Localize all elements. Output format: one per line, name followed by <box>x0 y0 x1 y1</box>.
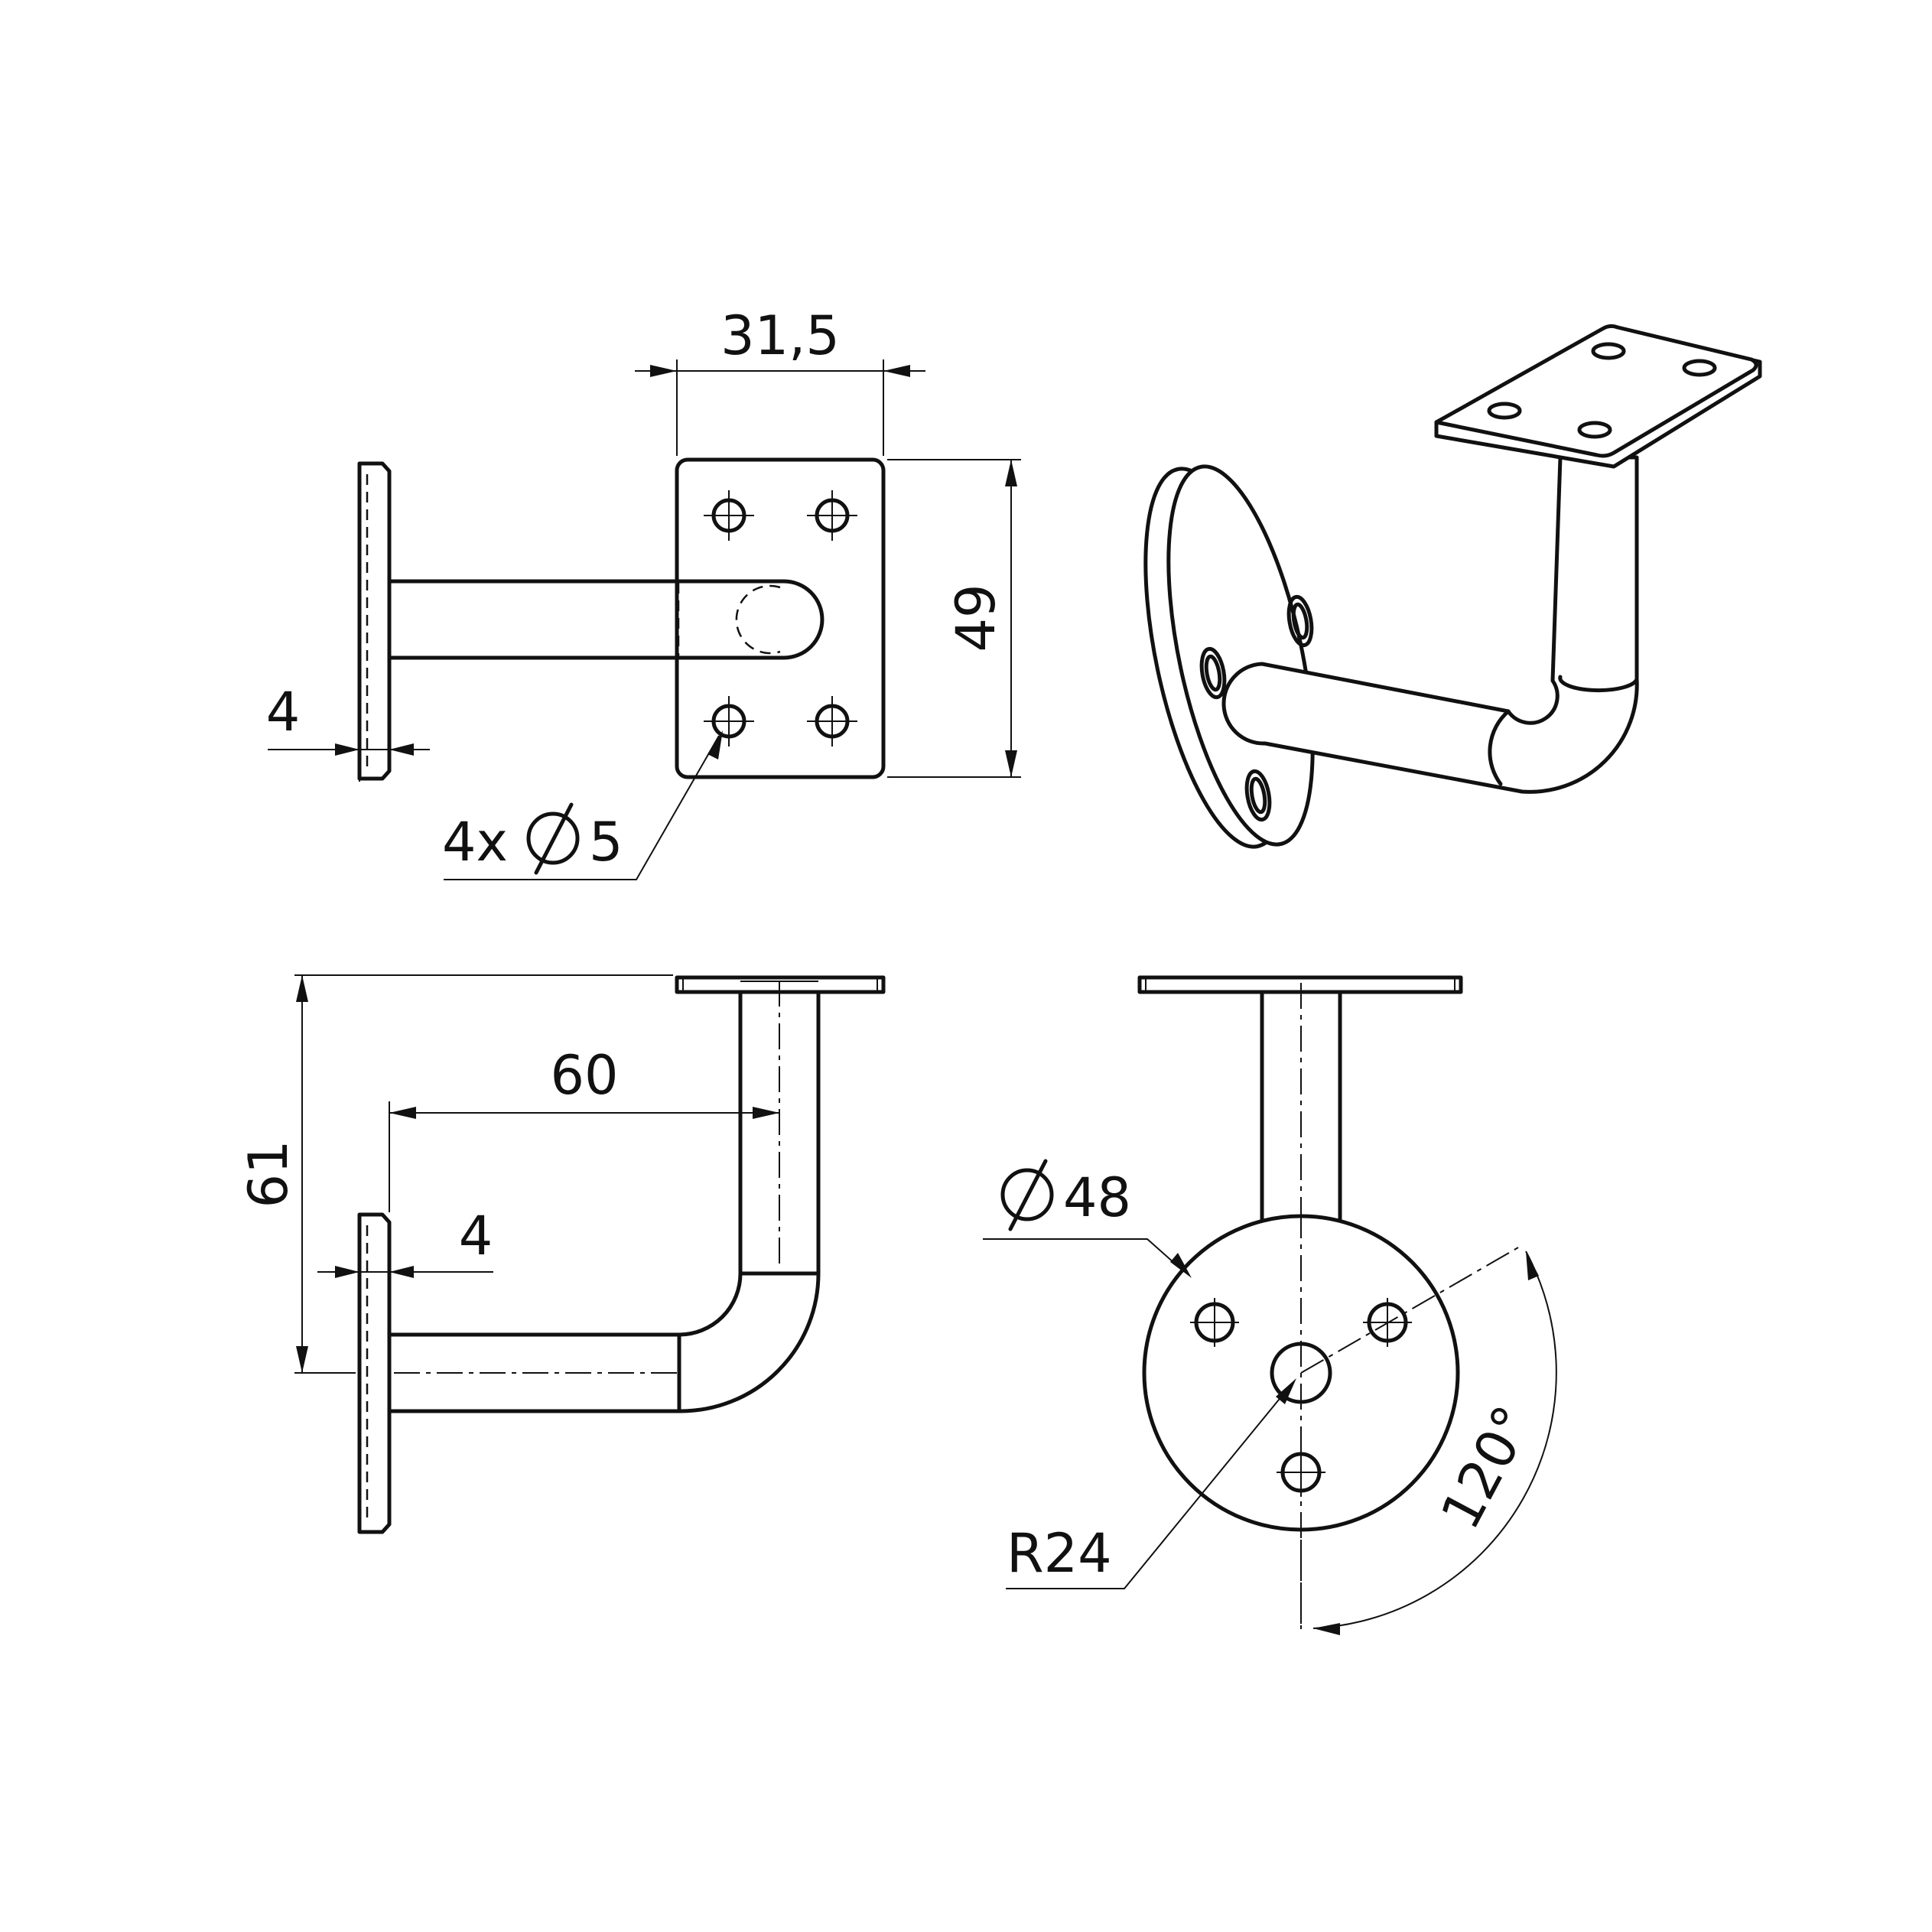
isometric-view <box>1143 324 1762 849</box>
iso-post-joint <box>1558 675 1639 693</box>
side-view-bracket <box>387 990 821 1413</box>
dim-bolt-radius-label: R24 <box>1007 1522 1112 1585</box>
front-view-arm-end <box>1270 1342 1332 1404</box>
side-view-wall-flange <box>357 1212 392 1534</box>
side-view-bend-lines <box>677 1271 821 1413</box>
iso-plate-hole <box>1577 421 1612 439</box>
front-view-post <box>1260 990 1342 1223</box>
dim-top-width-label: 31,5 <box>720 304 840 367</box>
iso-flange-hole <box>1286 594 1314 648</box>
dim-side-height: 61 <box>237 974 673 1374</box>
iso-plate-hole <box>1487 402 1522 420</box>
iso-flange-hole <box>1244 769 1272 822</box>
dim-holes-callout: 4x 5 <box>442 730 723 880</box>
top-view-post-hidden-circle <box>735 584 781 655</box>
dim-side-plate-thickness-label: 4 <box>459 1205 493 1267</box>
top-view-hole-centerlines <box>704 490 857 746</box>
diameter-symbol-icon <box>526 802 580 875</box>
dim-holes-diameter: 5 <box>589 811 623 873</box>
top-view-holes <box>704 490 857 746</box>
dim-holes-prefix: 4x <box>442 811 508 873</box>
diameter-symbol-icon <box>1000 1159 1054 1231</box>
iso-flange-hole <box>1199 646 1227 700</box>
iso-top-plate <box>1434 324 1758 458</box>
dim-top-height-label: 49 <box>945 584 1007 652</box>
dim-side-plate-thickness: 4 <box>317 1205 493 1278</box>
dim-top-plate-thickness: 4 <box>266 681 430 782</box>
top-view-mounting-plate <box>675 457 886 779</box>
side-view: 60 61 4 <box>237 974 886 1534</box>
dim-side-height-label: 61 <box>237 1140 300 1208</box>
iso-plate-hole <box>1682 359 1717 377</box>
dim-top-width: 31,5 <box>635 304 925 456</box>
iso-arm <box>1221 455 1639 794</box>
front-view: 48 R24 120° <box>983 975 1557 1635</box>
dim-top-plate-thickness-label: 4 <box>266 681 301 743</box>
dim-flange-diameter-label: 48 <box>1063 1166 1131 1229</box>
top-view-arm-end <box>676 579 825 660</box>
dim-flange-diameter: 48 <box>983 1159 1192 1278</box>
dim-side-projection: 60 <box>389 1044 779 1212</box>
dim-side-projection-label: 60 <box>550 1044 618 1107</box>
dim-top-height: 49 <box>887 459 1021 778</box>
top-view-wall-flange <box>357 461 392 781</box>
dim-bolt-radius: R24 <box>1006 1378 1296 1589</box>
iso-arm-joint <box>1488 709 1511 786</box>
top-view: 31,5 49 4 4x 5 <box>266 304 1021 880</box>
iso-plate-hole <box>1591 342 1626 360</box>
